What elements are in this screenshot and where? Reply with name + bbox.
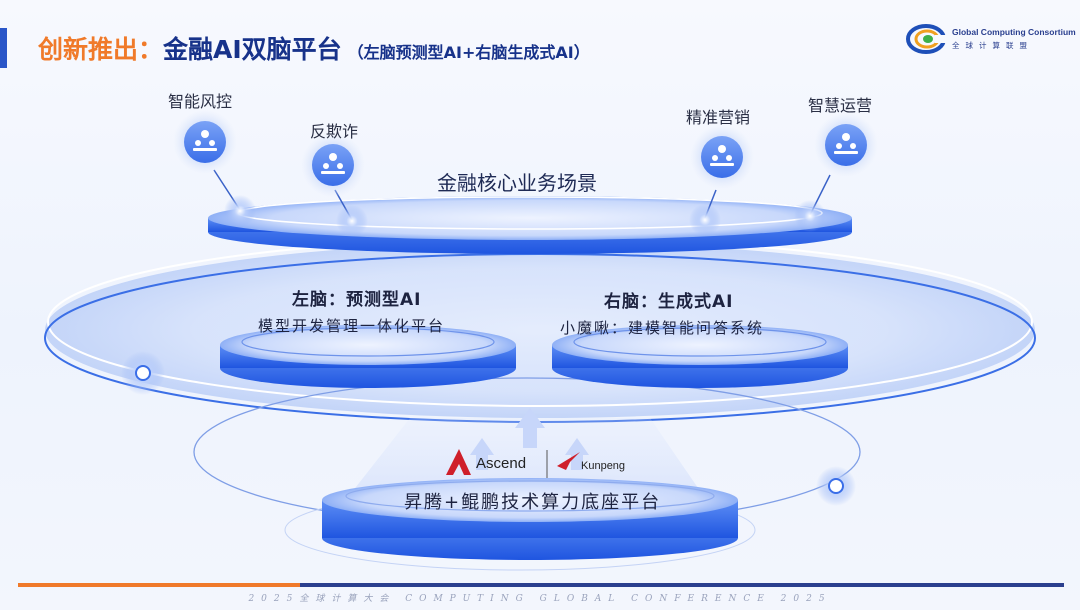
kunpeng-logo-icon — [557, 452, 580, 470]
scenario-label-risk: 智能风控 — [168, 92, 233, 111]
logo-name-en: Global Computing Consortium — [952, 27, 1076, 37]
people-icon — [193, 130, 217, 151]
scenario-node-operations — [814, 113, 878, 177]
left-brain-title: 左脑：预测型AI — [292, 290, 422, 310]
left-brain-subtitle: 模型开发管理一体化平台 — [258, 317, 446, 335]
gcc-logo: Global Computing Consortium 全球计算联盟 — [906, 24, 1076, 54]
ascend-brand-text: Ascend — [476, 455, 527, 472]
glow-dot — [135, 365, 151, 381]
glow-dots — [121, 195, 856, 506]
compute-base-platform — [322, 478, 738, 560]
ascend-logo-icon — [446, 449, 471, 475]
people-icon — [834, 133, 858, 154]
glow-dot — [336, 205, 368, 237]
scenario-label-marketing: 精准营销 — [686, 108, 751, 127]
people-icon — [321, 153, 345, 174]
scenario-node-risk — [173, 110, 237, 174]
title-accent-bar — [0, 28, 7, 68]
footer-divider — [18, 583, 1064, 587]
glow-dot — [689, 204, 721, 236]
right-brain-subtitle: 小魔啾：建模智能问答系统 — [560, 319, 765, 337]
glow-dot — [828, 478, 844, 494]
middle-layer-disc — [44, 237, 1036, 423]
right-brain-title: 右脑：生成式AI — [604, 292, 734, 312]
logo-name-cn: 全球计算联盟 — [952, 41, 1033, 50]
people-icon — [710, 145, 734, 166]
glow-dot — [224, 195, 256, 227]
title-subtitle: （左脑预测型AI+右脑生成式AI） — [347, 43, 590, 62]
kunpeng-brand-text: Kunpeng — [581, 460, 626, 472]
page-title: 创新推出： 金融AI双脑平台 （左脑预测型AI+右脑生成式AI） — [38, 30, 590, 66]
core-scenario-platform — [208, 196, 852, 254]
left-brain-platform — [220, 325, 516, 388]
scenario-label-operations: 智慧运营 — [808, 96, 873, 115]
scenario-label-fraud: 反欺诈 — [310, 122, 359, 141]
scenario-node-fraud — [301, 133, 365, 197]
title-main: 金融AI双脑平台 — [163, 35, 342, 64]
core-layer-label: 金融核心业务场景 — [437, 171, 597, 195]
scenario-node-marketing — [690, 125, 754, 189]
glow-dot — [794, 200, 826, 232]
title-prefix: 创新推出： — [38, 35, 164, 64]
gcc-logo-icon — [906, 24, 946, 54]
footer-conference-text: 2025全球计算大会 COMPUTING GLOBAL CONFERENCE 2… — [248, 594, 832, 604]
base-platform-label: 昇腾+鲲鹏技术算力底座平台 — [404, 492, 662, 513]
right-brain-platform — [552, 325, 848, 388]
